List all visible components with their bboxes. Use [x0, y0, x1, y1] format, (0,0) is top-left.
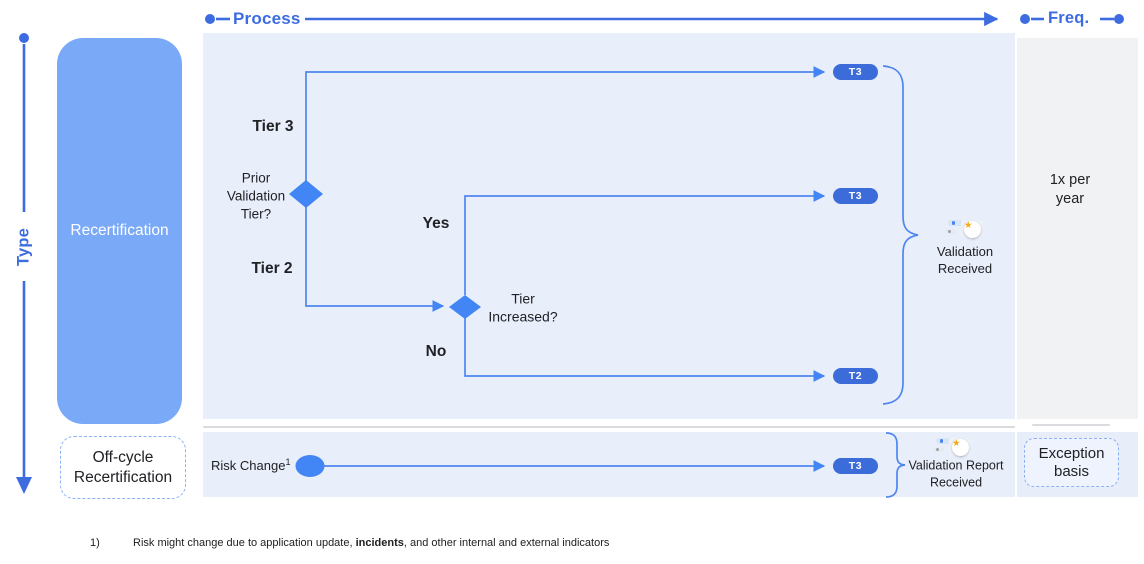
footnote-text: Risk might change due to application upd…	[133, 537, 609, 549]
no-label: No	[425, 342, 447, 360]
validation-received-label: Validation Received	[936, 243, 994, 276]
recertification-box: Recertification	[57, 38, 182, 424]
process-axis-label: Process	[233, 9, 301, 28]
prior-validation-question: Prior Validation Tier?	[226, 170, 286, 221]
freq-axis-label: Freq.	[1048, 9, 1090, 27]
tier-increased-question: Tier Increased?	[488, 290, 558, 325]
validation-report-received-label: Validation Report Received	[908, 458, 1004, 490]
certificate-dot-gray	[948, 229, 952, 234]
row-divider	[203, 426, 1015, 428]
certificate-star-seal: ★	[952, 439, 969, 456]
yes-label: Yes	[422, 214, 450, 232]
tier2-label: Tier 2	[251, 259, 293, 277]
validation-report-certificate-icon: ★	[933, 432, 973, 462]
risk-change-footnote-ref: 1	[285, 456, 291, 467]
risk-change-label: Risk Change1	[211, 457, 290, 473]
tier-pill-t2: T2	[833, 368, 878, 384]
exception-basis-box: Exception basis	[1024, 438, 1119, 487]
certificate-line-1	[948, 220, 963, 226]
frequency-panel	[1017, 38, 1138, 419]
main-flow-panel	[203, 33, 1015, 419]
off-cycle-recertification-box: Off-cycle Recertification	[60, 436, 186, 499]
certificate-star-seal: ★	[964, 221, 981, 238]
tier-pill-t3-top: T3	[833, 64, 878, 80]
certificate-dot-gray	[936, 447, 940, 452]
footnote-text-after: , and other internal and external indica…	[403, 537, 610, 549]
frequency-row-divider	[1032, 424, 1110, 426]
process-axis	[205, 11, 999, 27]
footnote-text-bold: incidents	[355, 537, 404, 549]
tier-pill-t3-mid: T3	[833, 188, 878, 204]
footnote-text-before: Risk might change due to application upd…	[133, 537, 356, 549]
risk-change-text: Risk Change	[211, 458, 286, 474]
tier-pill-t3-offcycle: T3	[833, 458, 878, 474]
type-axis-label: Type	[14, 227, 33, 267]
off-cycle-flow-panel	[203, 432, 1015, 497]
frequency-recurring-label: 1x per year	[1049, 171, 1091, 207]
certificate-dot-blue	[952, 221, 956, 225]
footnote-number: 1)	[90, 537, 100, 549]
certificate-line-1	[936, 438, 951, 444]
tier3-label: Tier 3	[252, 117, 294, 135]
validation-certificate-icon: ★	[945, 214, 985, 244]
certificate-dot-blue	[940, 439, 944, 443]
